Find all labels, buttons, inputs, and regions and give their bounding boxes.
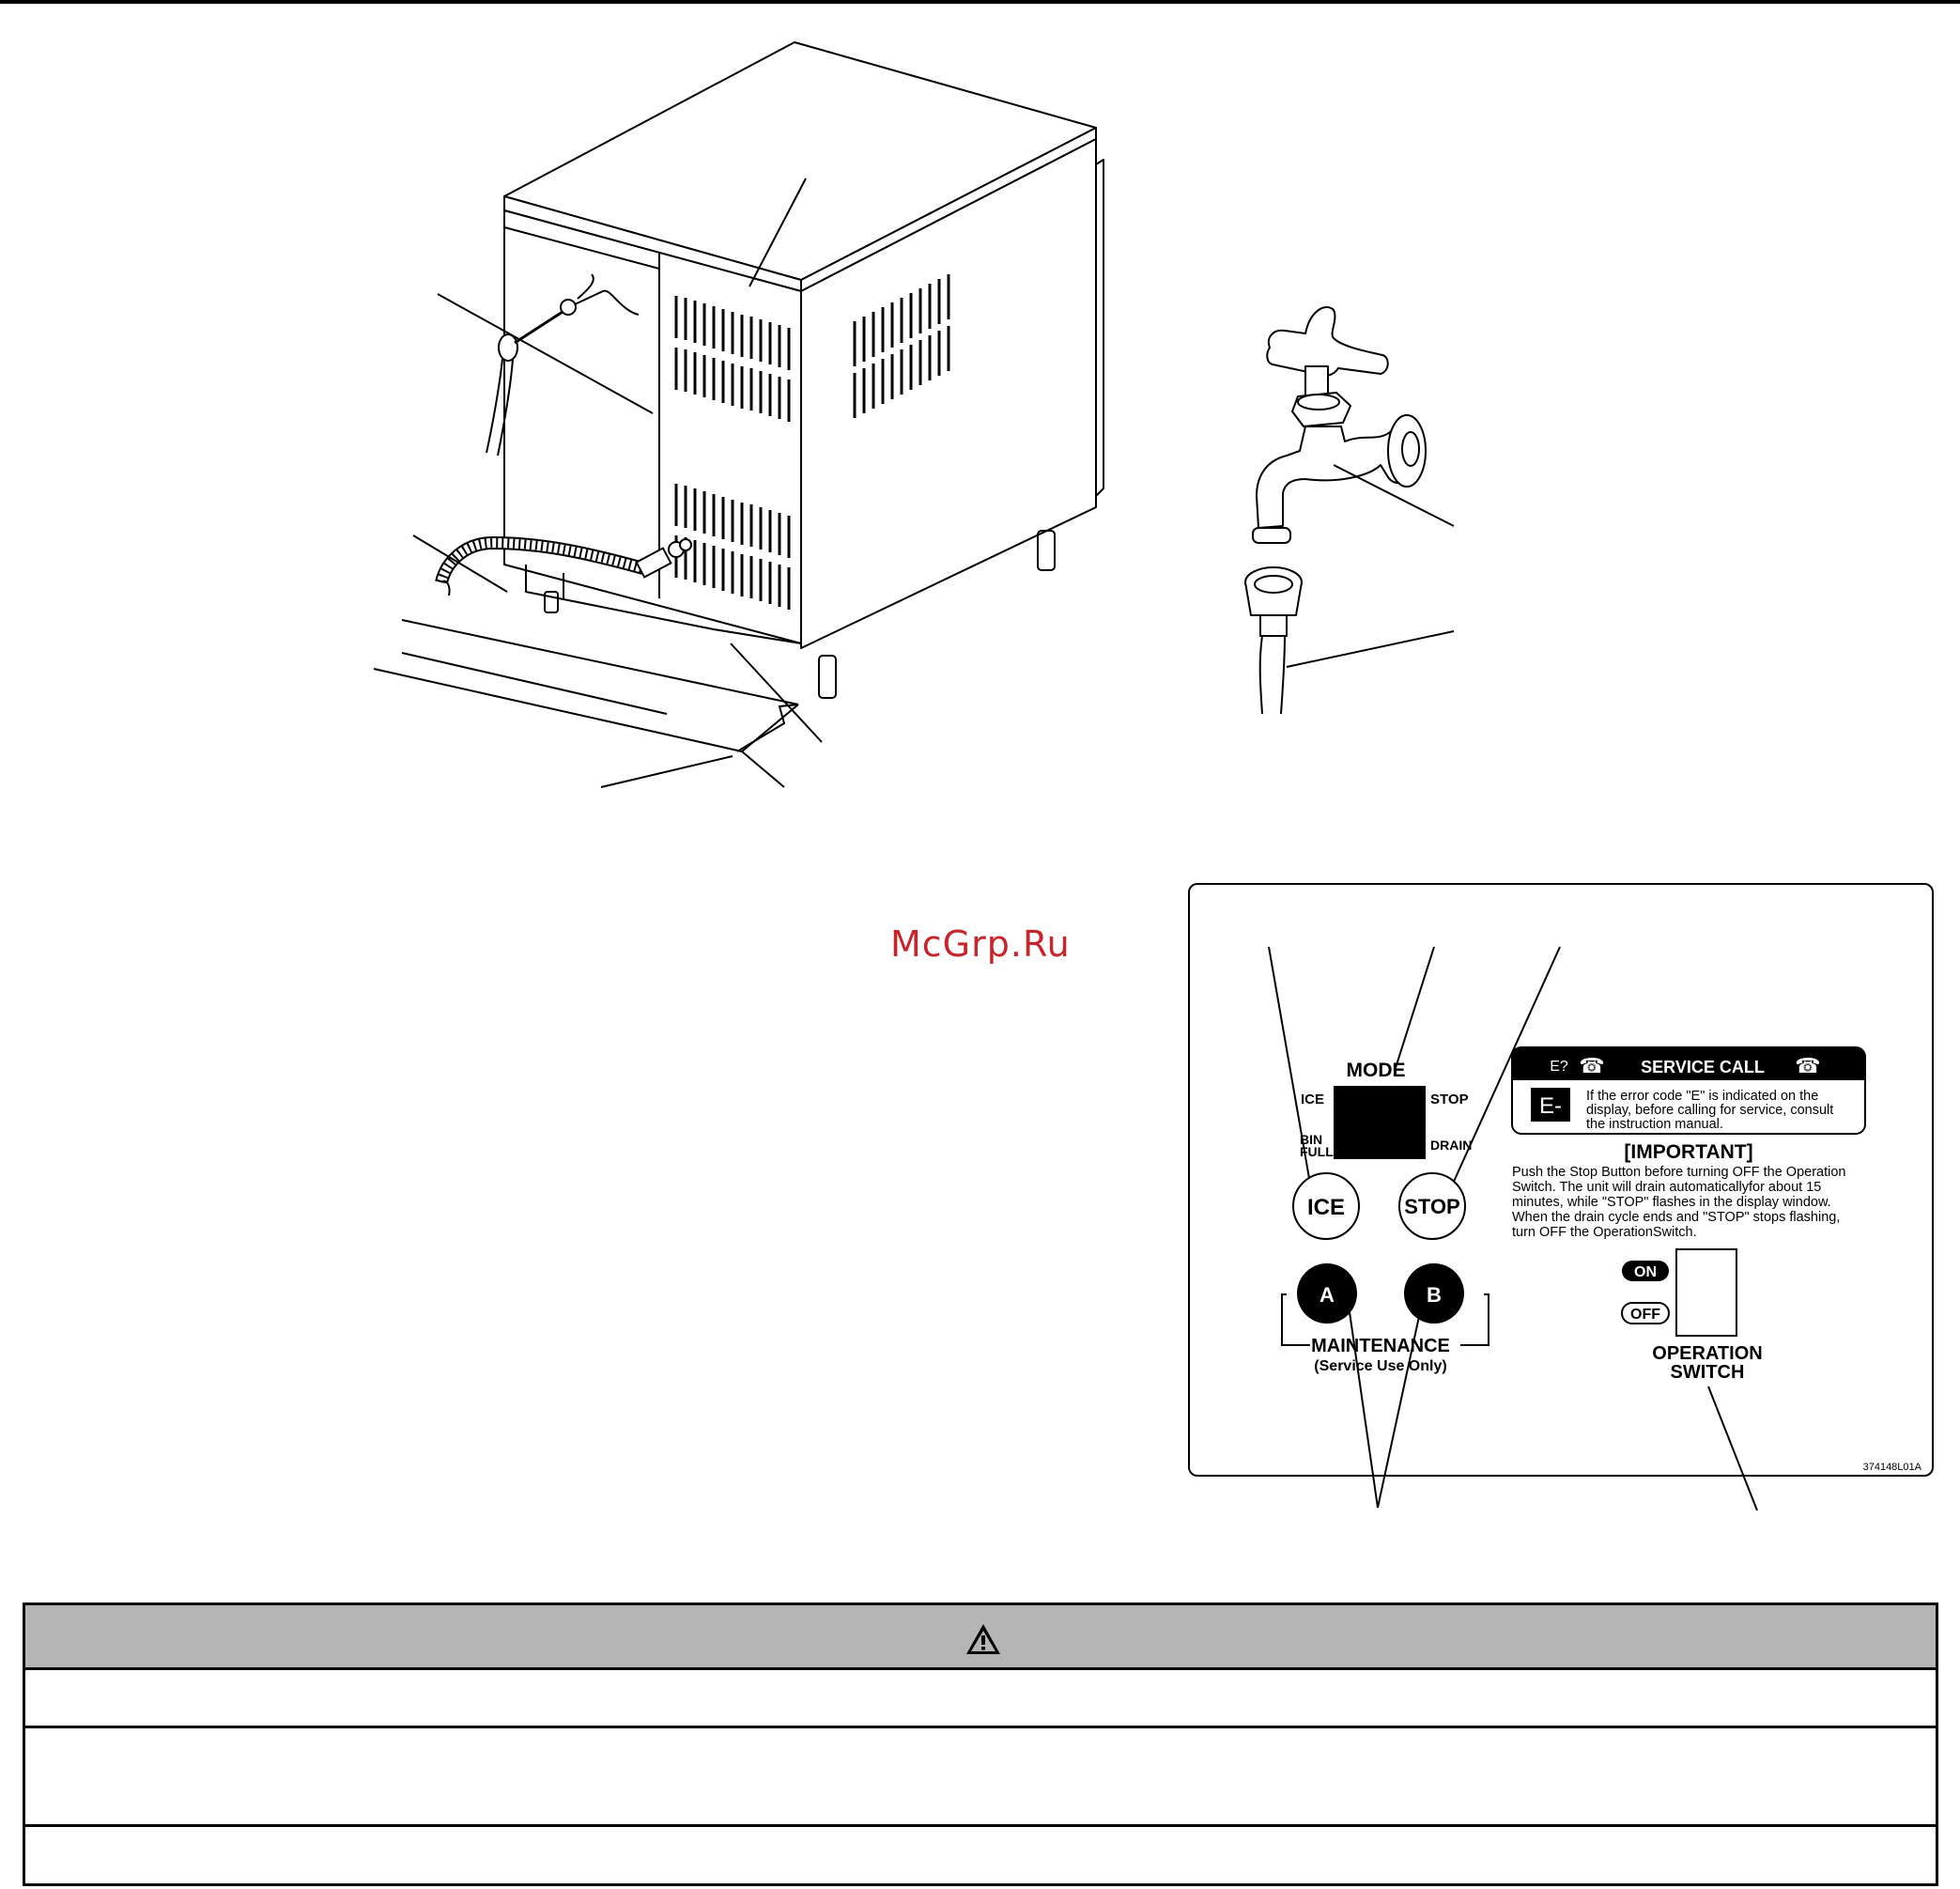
service-call-display-glyph: E- [1539, 1093, 1562, 1119]
maintenance-sublabel: (Service Use Only) [1314, 1358, 1446, 1374]
switch-on-text: ON [1634, 1264, 1657, 1280]
important-line-1: Push the Stop Button before turning OFF … [1512, 1165, 1845, 1180]
leader-a [1347, 1298, 1379, 1509]
important-line-2: Switch. The unit will drain automaticall… [1512, 1180, 1821, 1195]
faucet-illustration [1244, 306, 1455, 715]
warning-table [23, 1603, 1938, 1887]
service-call-text-3: the instruction manual. [1586, 1117, 1723, 1132]
ice-button[interactable]: ICE [1292, 1172, 1360, 1240]
mode-display-window [1334, 1086, 1426, 1159]
part-number: 374148L01A [1863, 1462, 1922, 1473]
button-b-label: B [1427, 1283, 1442, 1307]
ice-machine-illustration [373, 41, 1104, 788]
important-line-5: turn OFF the OperationSwitch. [1512, 1225, 1697, 1240]
maintenance-label: MAINTENANCE [1311, 1336, 1450, 1356]
leader-switch [1707, 1386, 1758, 1511]
operation-switch-label-1: OPERATION [1652, 1343, 1762, 1364]
stop-button[interactable]: STOP [1398, 1172, 1466, 1240]
indicator-ice: ICE [1301, 1092, 1324, 1107]
warning-row [23, 1824, 1938, 1886]
telephone-icon-right: ☎ [1795, 1054, 1820, 1077]
service-call-text-1: If the error code "E" is indicated on th… [1586, 1089, 1818, 1104]
indicator-stop: STOP [1430, 1092, 1469, 1107]
service-call-display [1531, 1088, 1570, 1122]
service-call-box: E? ☎ SERVICE CALL ☎ E- If the error code… [1511, 1046, 1866, 1135]
warning-row [23, 1667, 1938, 1728]
control-panel-graphics: MODE ICE STOP BIN FULL DRAIN ICE STOP A … [1268, 946, 1922, 1511]
service-call-code-icon: E? [1550, 1059, 1568, 1075]
switch-on-label: ON [1622, 1261, 1669, 1281]
service-call-text-2: display, before calling for service, con… [1586, 1103, 1833, 1118]
maintenance-button-a[interactable]: A [1297, 1263, 1357, 1324]
mode-label: MODE [1347, 1060, 1406, 1081]
indicator-full: FULL [1300, 1144, 1334, 1159]
indicator-drain: DRAIN [1430, 1138, 1472, 1153]
warning-header [23, 1603, 1938, 1670]
operation-switch[interactable] [1675, 1248, 1737, 1337]
maintenance-button-b[interactable]: B [1404, 1263, 1464, 1324]
service-call-title: SERVICE CALL [1641, 1058, 1765, 1076]
leader-stop [1452, 946, 1561, 1184]
watermark: McGrp.Ru [890, 923, 1071, 965]
important-line-3: minutes, while "STOP" flashes in the dis… [1512, 1195, 1831, 1210]
important-line-4: When the drain cycle ends and "STOP" sto… [1512, 1210, 1840, 1225]
indicator-bin: BIN [1300, 1132, 1322, 1147]
switch-off-text: OFF [1630, 1307, 1660, 1323]
top-rule [0, 0, 1960, 4]
operation-switch-label-2: SWITCH [1671, 1362, 1745, 1383]
warning-row [23, 1726, 1938, 1827]
ice-button-label: ICE [1307, 1195, 1345, 1220]
important-title: [IMPORTANT] [1624, 1141, 1752, 1163]
warning-triangle-icon [966, 1624, 1000, 1654]
stop-button-label: STOP [1404, 1195, 1460, 1218]
switch-off-label: OFF [1621, 1302, 1670, 1324]
leader-mode [1394, 946, 1435, 1072]
button-a-label: A [1320, 1283, 1335, 1307]
leader-ice [1268, 946, 1311, 1184]
leader-b [1377, 1298, 1424, 1509]
telephone-icon-left: ☎ [1579, 1054, 1604, 1077]
control-panel [1188, 883, 1934, 1477]
